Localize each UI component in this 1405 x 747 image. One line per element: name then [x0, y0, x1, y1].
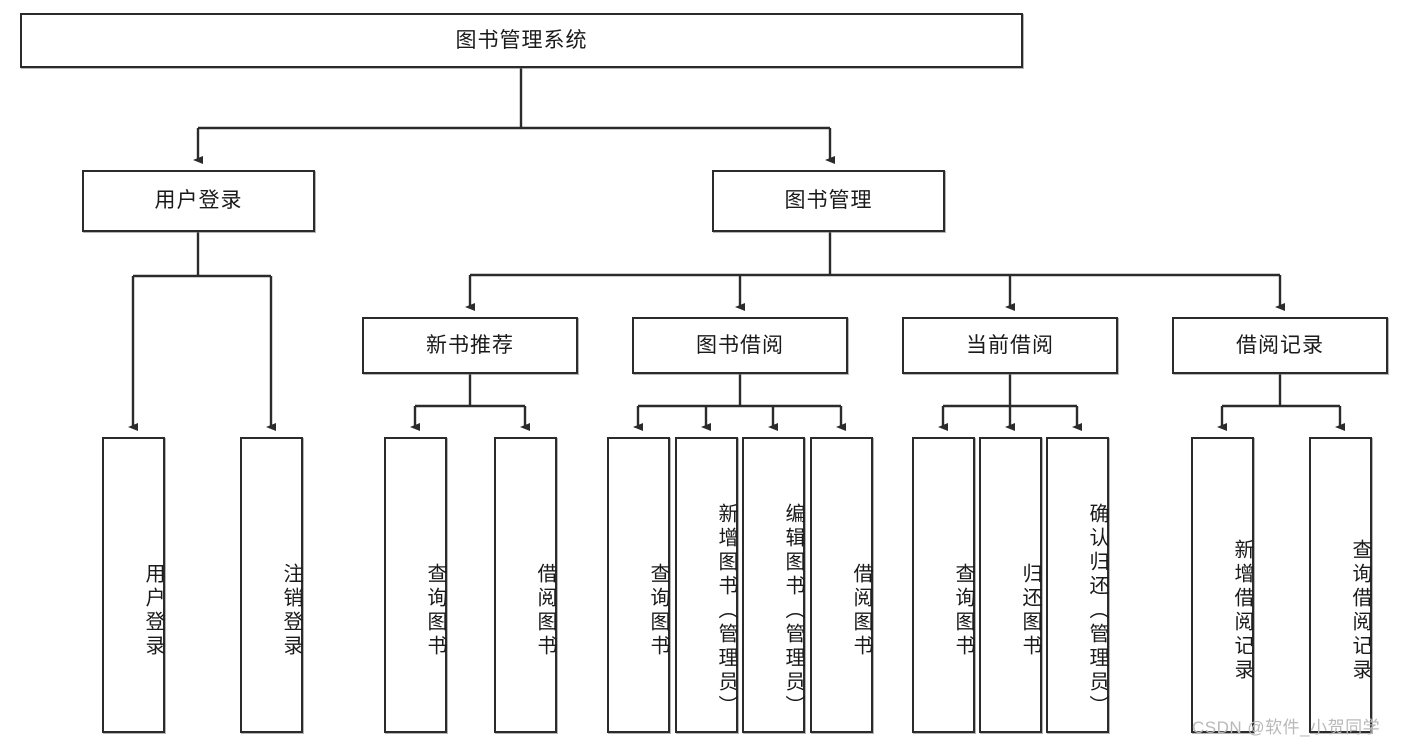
node-label: 编辑图书（管理员）	[782, 503, 804, 719]
leaf-recommend-borrow-book[interactable]: 借阅图书	[494, 437, 557, 733]
node-label: 确认归还（管理员）	[1086, 503, 1108, 719]
leaf-record-add-borrow-record[interactable]: 新增借阅记录	[1191, 437, 1254, 733]
node-label: 用户登录	[154, 189, 243, 213]
node-borrow-record[interactable]: 借阅记录	[1172, 317, 1388, 374]
node-current-borrow[interactable]: 当前借阅	[902, 317, 1118, 374]
leaf-borrow-query-book[interactable]: 查询图书	[607, 437, 670, 733]
node-label: 查询借阅记录	[1349, 539, 1371, 683]
leaf-user-login[interactable]: 用户登录	[102, 437, 165, 733]
node-book-management[interactable]: 图书管理	[712, 170, 945, 232]
node-user-login[interactable]: 用户登录	[82, 170, 315, 232]
leaf-recommend-query-book[interactable]: 查询图书	[384, 437, 447, 733]
node-label: 用户登录	[142, 563, 164, 659]
node-label: 查询图书	[647, 563, 669, 659]
node-root-book-management-system[interactable]: 图书管理系统	[20, 13, 1023, 68]
node-label: 归还图书	[1019, 563, 1041, 659]
leaf-current-return-book[interactable]: 归还图书	[979, 437, 1042, 733]
leaf-borrow-edit-book-admin[interactable]: 编辑图书（管理员）	[742, 437, 805, 733]
csdn-watermark: CSDN @软件_小贺同学	[1192, 718, 1381, 737]
node-label: 新增图书（管理员）	[715, 503, 737, 719]
node-label: 借阅图书	[534, 563, 556, 659]
leaf-current-query-book[interactable]: 查询图书	[912, 437, 975, 733]
node-label: 注销登录	[280, 563, 302, 659]
node-label: 图书借阅	[696, 333, 784, 357]
node-label: 图书管理系统	[455, 28, 588, 52]
node-label: 新增借阅记录	[1231, 539, 1253, 683]
node-book-borrow[interactable]: 图书借阅	[632, 317, 848, 374]
node-label: 借阅记录	[1236, 333, 1324, 357]
leaf-current-confirm-return-admin[interactable]: 确认归还（管理员）	[1046, 437, 1109, 733]
leaf-borrow-borrow-book[interactable]: 借阅图书	[810, 437, 873, 733]
leaf-record-query-borrow-record[interactable]: 查询借阅记录	[1309, 437, 1372, 733]
node-label: 借阅图书	[850, 563, 872, 659]
node-label: 新书推荐	[426, 333, 514, 357]
leaf-user-logout[interactable]: 注销登录	[240, 437, 303, 733]
node-label: 图书管理	[784, 189, 873, 213]
leaf-borrow-add-book-admin[interactable]: 新增图书（管理员）	[675, 437, 738, 733]
node-label: 查询图书	[952, 563, 974, 659]
node-label: 查询图书	[424, 563, 446, 659]
node-label: 当前借阅	[966, 333, 1054, 357]
node-new-book-recommend[interactable]: 新书推荐	[362, 317, 578, 374]
